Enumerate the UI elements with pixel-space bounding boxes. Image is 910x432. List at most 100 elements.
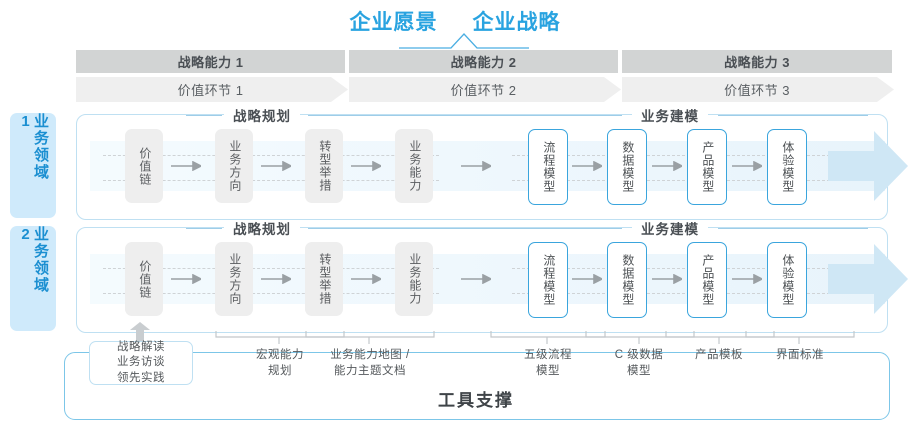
annotation-label-ui-standard: 界面标准 xyxy=(746,348,854,364)
flow-arrow-icon xyxy=(572,274,602,284)
label-line-1: 产品模板 xyxy=(695,349,743,361)
label-line-2: 模型 xyxy=(627,364,651,377)
node-business-direction-2[interactable]: 业务方向 xyxy=(215,242,253,316)
node-process-model-2[interactable]: 流程模型 xyxy=(528,242,568,318)
node-product-model-1[interactable]: 产品模型 xyxy=(687,129,727,205)
sidebar-item-domain-1[interactable]: 业务领域 1 xyxy=(10,113,56,218)
brace-connector xyxy=(305,331,435,344)
rail-planning-2 xyxy=(103,268,439,294)
flow-arrow-icon xyxy=(261,274,291,284)
annotation-label-capability-map: 业务能力地图 / 能力主题文档 xyxy=(307,348,433,379)
flow-arrow-icon xyxy=(351,274,381,284)
node-label: 流程模型 xyxy=(541,254,556,306)
flow-arrow-icon xyxy=(261,161,291,171)
node-transformation-measures-1[interactable]: 转型举措 xyxy=(305,129,343,203)
node-label: 业务方向 xyxy=(227,253,242,305)
node-label: 产品模型 xyxy=(700,254,715,306)
node-data-model-1[interactable]: 数据模型 xyxy=(607,129,647,205)
node-business-capability-2[interactable]: 业务能力 xyxy=(395,242,433,316)
flow-terminal-arrow-2 xyxy=(828,244,908,314)
tool-support-container xyxy=(64,352,890,420)
rail-planning-1 xyxy=(103,155,439,181)
section-caption-planning-1: 战略规划 xyxy=(224,107,300,124)
node-label: 数据模型 xyxy=(620,141,635,193)
flow-arrow-icon xyxy=(461,274,491,284)
node-label: 价值链 xyxy=(137,259,152,299)
rail-modeling-2 xyxy=(512,268,850,294)
annotation-label-product-template: 产品模板 xyxy=(665,348,773,364)
flow-arrow-icon xyxy=(171,161,201,171)
label-line-1: 业务能力地图 / xyxy=(330,349,410,361)
note-line-1: 战略解读 xyxy=(117,341,165,354)
flow-arrow-icon xyxy=(351,161,381,171)
note-up-arrow-icon xyxy=(130,322,150,344)
node-product-model-2[interactable]: 产品模型 xyxy=(687,242,727,318)
sidebar-item-label: 业务领域 1 xyxy=(17,113,49,181)
node-label: 流程模型 xyxy=(541,141,556,193)
label-line-1: C 级数据 xyxy=(614,349,664,361)
caption-line-left-1 xyxy=(186,115,222,116)
annotation-label-c-level-data: C 级数据 模型 xyxy=(585,348,693,379)
node-data-model-2[interactable]: 数据模型 xyxy=(607,242,647,318)
caption-line-right-1 xyxy=(308,115,622,116)
label-line-2: 模型 xyxy=(536,364,560,377)
node-value-chain-1[interactable]: 价值链 xyxy=(125,129,163,203)
title-enterprise-strategy: 企业战略 xyxy=(472,11,561,34)
flow-arrow-icon xyxy=(732,161,762,171)
node-label: 业务方向 xyxy=(227,140,242,192)
annotation-highlight-note[interactable]: 战略解读 业务访谈 领先实践 xyxy=(89,341,193,385)
node-label: 产品模型 xyxy=(700,141,715,193)
node-label: 业务能力 xyxy=(407,253,422,305)
node-experience-model-1[interactable]: 体验模型 xyxy=(767,129,807,205)
value-link-chevron-bar: 价值环节 1 价值环节 2 价值环节 3 xyxy=(76,77,910,102)
title-peak-connector xyxy=(399,33,529,49)
node-label: 业务能力 xyxy=(407,140,422,192)
flow-arrow-icon xyxy=(572,161,602,171)
capability-bar-1: 战略能力 1 xyxy=(76,50,345,73)
caption-line-modeling-right-1 xyxy=(718,115,868,116)
flow-arrow-icon xyxy=(732,274,762,284)
value-link-label-1: 价值环节 1 xyxy=(177,83,244,98)
node-label: 体验模型 xyxy=(780,254,795,306)
annotation-label-five-level-process: 五级流程 模型 xyxy=(492,348,604,379)
tool-support-label: 工具支撑 xyxy=(438,391,514,410)
label-line-1: 宏观能力 xyxy=(256,349,304,361)
node-label: 价值链 xyxy=(137,146,152,186)
node-label: 数据模型 xyxy=(620,254,635,306)
node-value-chain-2[interactable]: 价值链 xyxy=(125,242,163,316)
node-business-direction-1[interactable]: 业务方向 xyxy=(215,129,253,203)
flow-arrow-icon xyxy=(652,161,682,171)
caption-line-left-2 xyxy=(186,228,222,229)
value-link-label-3: 价值环节 3 xyxy=(724,83,790,98)
caption-line-right-2 xyxy=(308,228,622,229)
capability-bar-3: 战略能力 3 xyxy=(622,50,892,73)
node-experience-model-2[interactable]: 体验模型 xyxy=(767,242,807,318)
node-business-capability-1[interactable]: 业务能力 xyxy=(395,129,433,203)
sidebar-item-domain-2[interactable]: 业务领域 2 xyxy=(10,226,56,331)
note-line-2: 业务访谈 xyxy=(117,356,165,369)
node-transformation-measures-2[interactable]: 转型举措 xyxy=(305,242,343,316)
section-caption-modeling-2: 业务建模 xyxy=(632,220,708,237)
annotation-label-macro-capability: 宏观能力 规划 xyxy=(225,348,335,379)
label-line-2: 能力主题文档 xyxy=(334,364,406,377)
flow-arrow-icon xyxy=(171,274,201,284)
section-caption-modeling-1: 业务建模 xyxy=(632,107,708,124)
title-enterprise-vision: 企业愿景 xyxy=(349,11,438,34)
label-line-1: 界面标准 xyxy=(776,349,824,361)
caption-line-modeling-right-2 xyxy=(718,228,868,229)
node-label: 转型举措 xyxy=(317,253,332,305)
diagram-title: 企业愿景 企业战略 xyxy=(0,6,910,36)
value-link-label-2: 价值环节 2 xyxy=(450,83,517,98)
rail-modeling-1 xyxy=(512,155,850,181)
flow-arrow-icon xyxy=(461,161,491,171)
label-line-1: 五级流程 xyxy=(524,349,572,361)
node-process-model-1[interactable]: 流程模型 xyxy=(528,129,568,205)
brace-connector xyxy=(745,331,855,344)
capability-bar-2: 战略能力 2 xyxy=(349,50,618,73)
note-line-3: 领先实践 xyxy=(117,371,165,384)
node-label: 体验模型 xyxy=(780,141,795,193)
section-caption-planning-2: 战略规划 xyxy=(224,220,300,237)
flow-terminal-arrow-1 xyxy=(828,131,908,201)
sidebar-item-label: 业务领域 2 xyxy=(17,226,49,294)
